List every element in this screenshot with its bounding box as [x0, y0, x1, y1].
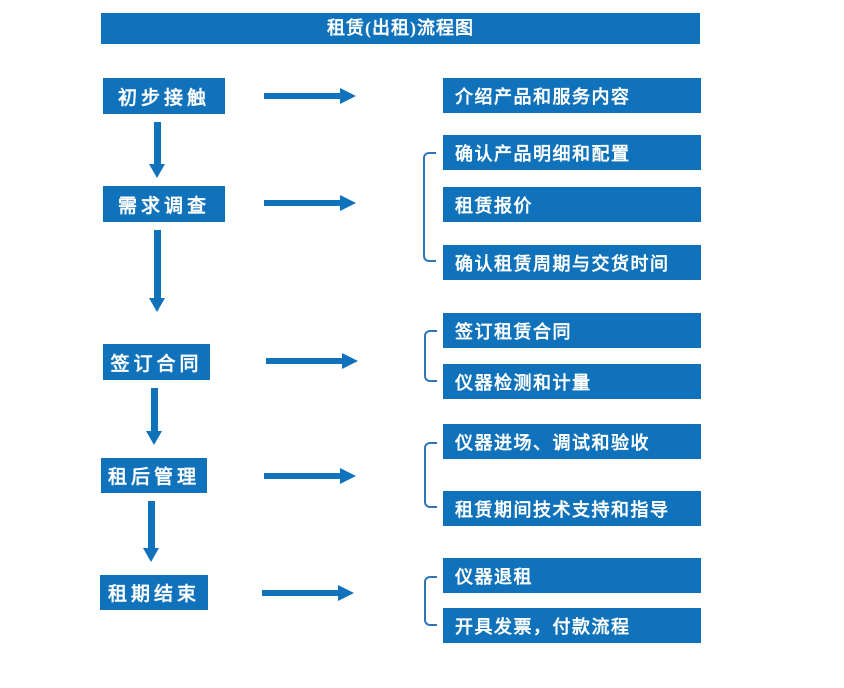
- detail-introduce-products: 介绍产品和服务内容: [443, 78, 701, 113]
- step-post-rental-management: 租后管理: [101, 458, 207, 493]
- bracket-group-2: [424, 330, 437, 382]
- detail-invoice-payment: 开具发票，付款流程: [443, 608, 701, 643]
- arrow-right-3-icon: [266, 353, 358, 369]
- arrow-right-1-icon: [264, 88, 356, 104]
- detail-instrument-entry: 仪器进场、调试和验收: [443, 424, 701, 459]
- arrow-down-3-icon: [146, 388, 162, 445]
- bracket-group-1: [423, 152, 436, 262]
- detail-confirm-product-details: 确认产品明细和配置: [443, 135, 701, 170]
- arrow-right-2-icon: [264, 195, 356, 211]
- detail-confirm-rental-period: 确认租赁周期与交货时间: [443, 245, 701, 280]
- detail-sign-rental-contract: 签订租赁合同: [443, 313, 701, 348]
- arrow-right-4-icon: [264, 468, 356, 484]
- arrow-down-2-icon: [149, 230, 165, 312]
- detail-instrument-inspection: 仪器检测和计量: [443, 364, 701, 399]
- step-initial-contact: 初步接触: [103, 78, 225, 114]
- arrow-right-5-icon: [262, 585, 354, 601]
- step-lease-end: 租期结束: [100, 575, 208, 610]
- detail-rental-tech-support: 租赁期间技术支持和指导: [443, 491, 701, 526]
- step-demand-survey: 需求调查: [103, 186, 225, 222]
- arrow-down-1-icon: [149, 122, 165, 178]
- detail-instrument-return: 仪器退租: [443, 558, 701, 593]
- bracket-group-3: [424, 442, 437, 508]
- bracket-group-4: [424, 576, 437, 626]
- detail-rental-quote: 租赁报价: [443, 187, 701, 222]
- flowchart-title: 租赁(出租)流程图: [101, 13, 700, 44]
- arrow-down-4-icon: [143, 501, 159, 562]
- step-sign-contract: 签订合同: [103, 344, 210, 380]
